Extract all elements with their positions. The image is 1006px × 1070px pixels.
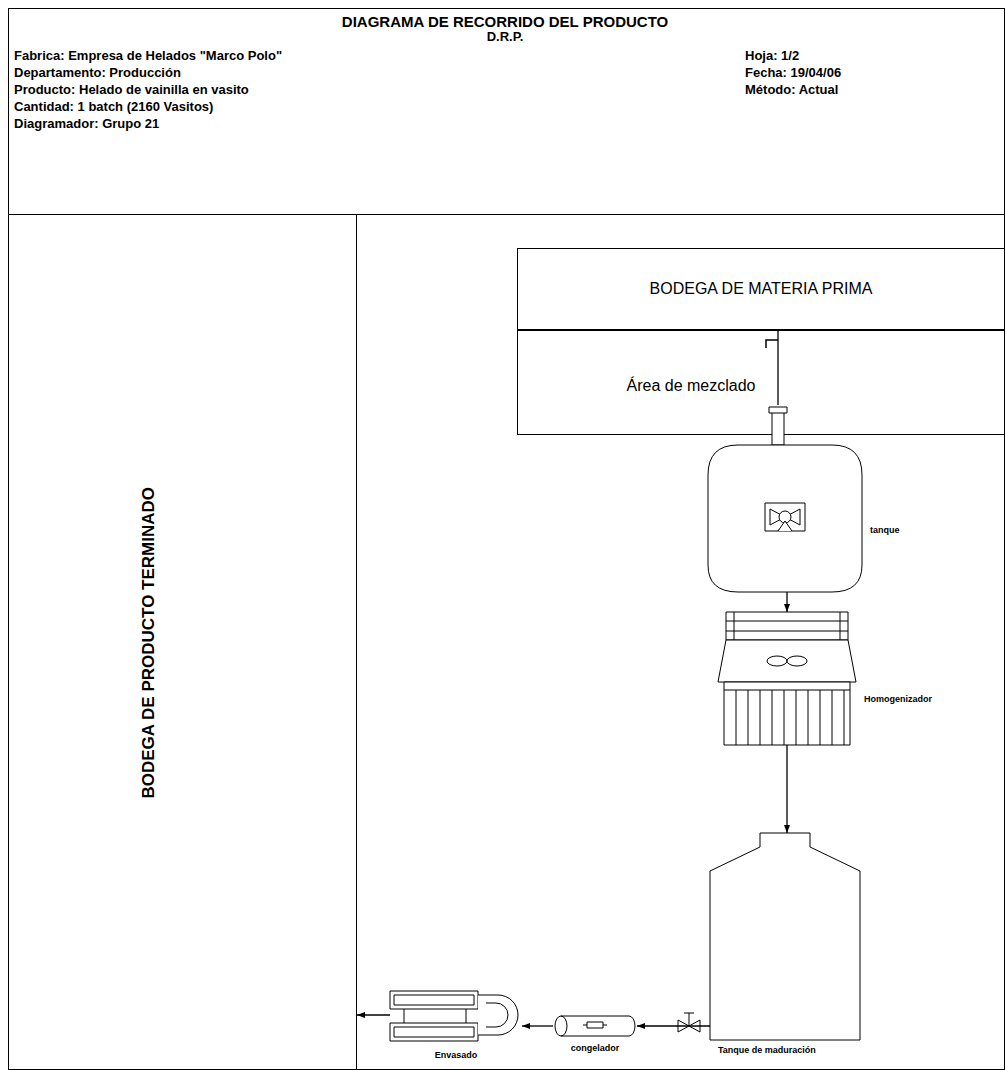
header-field: Diagramador: Grupo 21 xyxy=(14,117,159,132)
flow-connector xyxy=(786,592,787,612)
header-field: Cantidad: 1 batch (2160 Vasitos) xyxy=(14,100,213,115)
filler-lower-inner xyxy=(394,1027,474,1037)
cylinder-end xyxy=(561,1016,567,1036)
env-symbol xyxy=(390,985,522,1045)
header-field: Fabrica: Empresa de Helados "Marco Polo" xyxy=(14,49,282,64)
pipe-hook xyxy=(766,340,778,348)
homogenizer: Homogenizador xyxy=(718,612,856,745)
maturation-tank: Tanque de maduración xyxy=(710,833,860,1040)
homogenizer-base xyxy=(724,682,850,745)
freezer-icon xyxy=(583,1022,607,1028)
header-field: Hoja: 1/2 xyxy=(745,49,799,64)
nozzle-cap xyxy=(769,407,787,413)
node-label: congelador xyxy=(571,1043,620,1053)
document-code: D.R.P. xyxy=(487,30,524,45)
flow-connector xyxy=(786,745,787,833)
tank-symbol xyxy=(708,405,862,592)
homogenizer-head xyxy=(726,612,848,640)
tank-nozzle xyxy=(772,411,784,445)
mixing-tank: tanque xyxy=(708,405,862,592)
agitator-support xyxy=(778,521,792,531)
node-label: BODEGA DE MATERIA PRIMA xyxy=(650,280,873,298)
header-field: Producto: Helado de vainilla en vasito xyxy=(14,83,249,98)
filler-frame xyxy=(404,1009,466,1023)
freezer-cylinder xyxy=(555,1016,635,1036)
head-rails xyxy=(726,621,848,631)
diagram-title: DIAGRAMA DE RECORRIDO DEL PRODUCTO xyxy=(342,13,668,30)
outer-frame xyxy=(9,9,1005,1070)
header-field: Método: Actual xyxy=(745,83,838,98)
header-field: Fecha: 19/04/06 xyxy=(745,66,841,81)
flow-connector xyxy=(357,1014,390,1015)
flow-connector xyxy=(637,1025,710,1026)
filler-lower xyxy=(390,1023,478,1041)
hopper-inner xyxy=(486,1003,508,1027)
node-label: Homogenizador xyxy=(864,694,932,704)
agitator-box xyxy=(765,503,805,531)
cong-symbol xyxy=(553,1014,637,1038)
filler-upper-inner xyxy=(394,995,474,1005)
fan-blade xyxy=(767,656,787,666)
freezer: congelador xyxy=(553,1014,637,1038)
node-label: Tanque de maduración xyxy=(718,1045,816,1055)
header-frame xyxy=(9,9,1005,215)
flow-connector xyxy=(777,330,778,405)
filler-upper xyxy=(390,991,478,1009)
fan-blade xyxy=(787,656,807,666)
flow-connector xyxy=(522,1025,553,1026)
process-area: Área de mezclado xyxy=(517,330,1005,435)
storage-area: BODEGA DE PRODUCTO TERMINADO xyxy=(8,214,357,1070)
node-label: BODEGA DE PRODUCTO TERMINADO xyxy=(139,487,159,799)
homogenizer-body xyxy=(718,640,856,682)
header-field: Departamento: Producción xyxy=(14,66,181,81)
valve-stem xyxy=(684,1013,694,1026)
mad-symbol xyxy=(710,833,860,1040)
node-label: Área de mezclado xyxy=(627,377,756,395)
storage-box: BODEGA DE MATERIA PRIMA xyxy=(517,248,1005,330)
head-posts xyxy=(734,612,840,640)
tank-body xyxy=(708,445,862,592)
filler-hopper xyxy=(478,995,518,1035)
base-fins xyxy=(724,690,850,745)
packaging-machine: Envasado xyxy=(390,985,522,1045)
node-label: Envasado xyxy=(435,1050,478,1060)
maturation-body xyxy=(710,833,860,1040)
homo-symbol xyxy=(718,612,856,745)
node-label: tanque xyxy=(870,525,900,535)
